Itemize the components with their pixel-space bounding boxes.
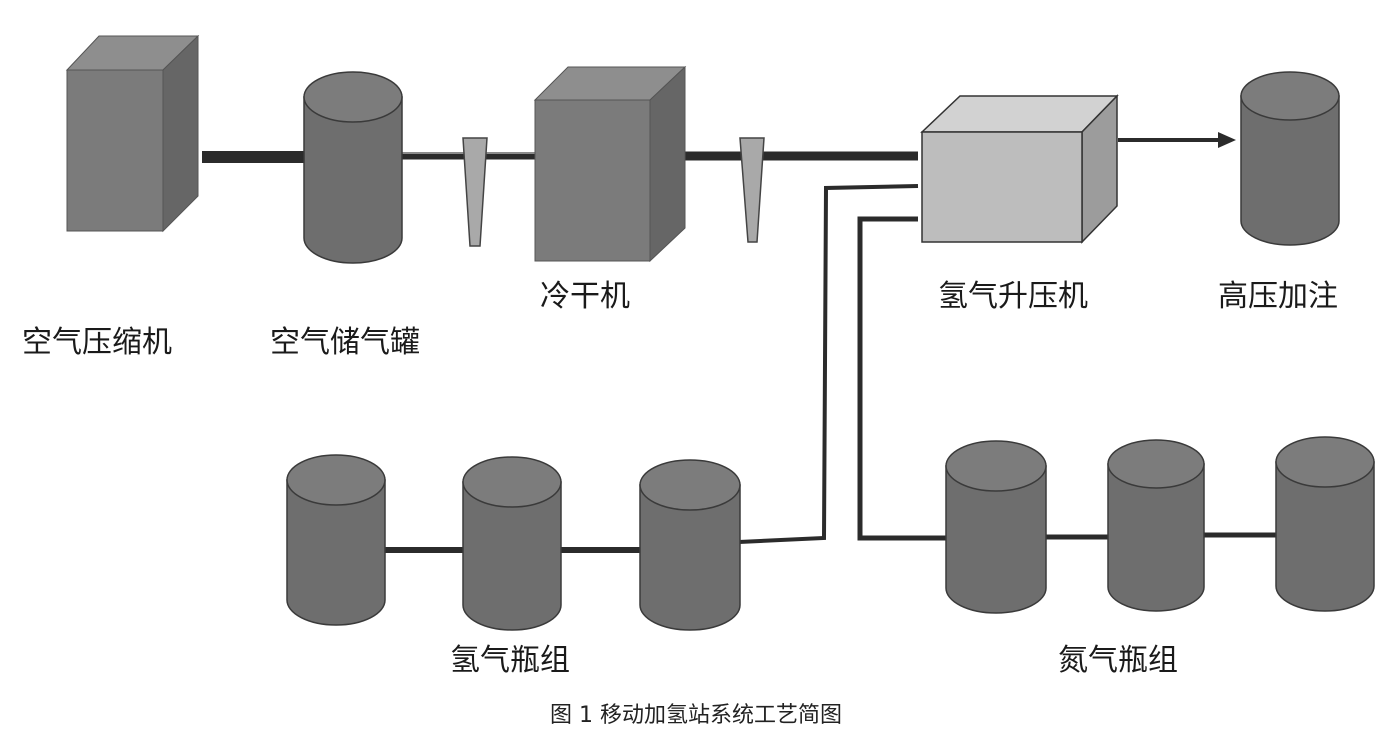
label-air-tank: 空气储气罐 bbox=[270, 325, 420, 360]
h2-cylinder-2 bbox=[462, 456, 562, 631]
pipes bbox=[202, 132, 1278, 553]
label-h2-cylinders: 氢气瓶组 bbox=[450, 643, 570, 678]
figure-caption: 图 1 移动加氢站系统工艺简图 bbox=[550, 703, 842, 728]
label-high-pressure-fill: 高压加注 bbox=[1218, 279, 1338, 314]
air-compressor-side bbox=[162, 34, 199, 233]
pipe-n2-booster bbox=[857, 216, 948, 541]
filter-1 bbox=[462, 137, 488, 247]
high-pressure-fill-top bbox=[1240, 71, 1340, 121]
label-n2-cylinders: 氮气瓶组 bbox=[1058, 643, 1178, 678]
dryer-front bbox=[534, 99, 651, 262]
n2-cylinder-group bbox=[945, 436, 1375, 614]
arrowhead bbox=[1218, 132, 1236, 148]
pipe-h2-booster bbox=[738, 184, 919, 544]
n2-cylinder-1 bbox=[945, 440, 1047, 614]
label-dryer: 冷干机 bbox=[540, 279, 630, 314]
n2-cylinder-3 bbox=[1275, 436, 1375, 612]
filter-2 bbox=[739, 137, 765, 243]
label-air-compressor: 空气压缩机 bbox=[22, 325, 172, 360]
dryer bbox=[533, 65, 687, 263]
hydrogen-booster bbox=[920, 94, 1119, 244]
high-pressure-fill bbox=[1240, 71, 1340, 246]
h2-cylinder-3 bbox=[639, 459, 741, 631]
air-compressor-front bbox=[66, 69, 164, 232]
hydrogen-booster-front bbox=[921, 131, 1083, 243]
h2-cylinder-group bbox=[286, 454, 741, 631]
high-pressure-fill-body bbox=[1240, 95, 1340, 246]
label-hydrogen-booster: 氢气升压机 bbox=[938, 279, 1088, 314]
dryer-side bbox=[649, 65, 686, 263]
air-tank bbox=[303, 71, 403, 264]
air-tank-top bbox=[303, 71, 403, 123]
h2-cylinder-1 bbox=[286, 454, 386, 626]
n2-cylinder-2 bbox=[1107, 439, 1205, 612]
air-tank-body bbox=[303, 96, 403, 264]
air-compressor bbox=[65, 34, 200, 233]
